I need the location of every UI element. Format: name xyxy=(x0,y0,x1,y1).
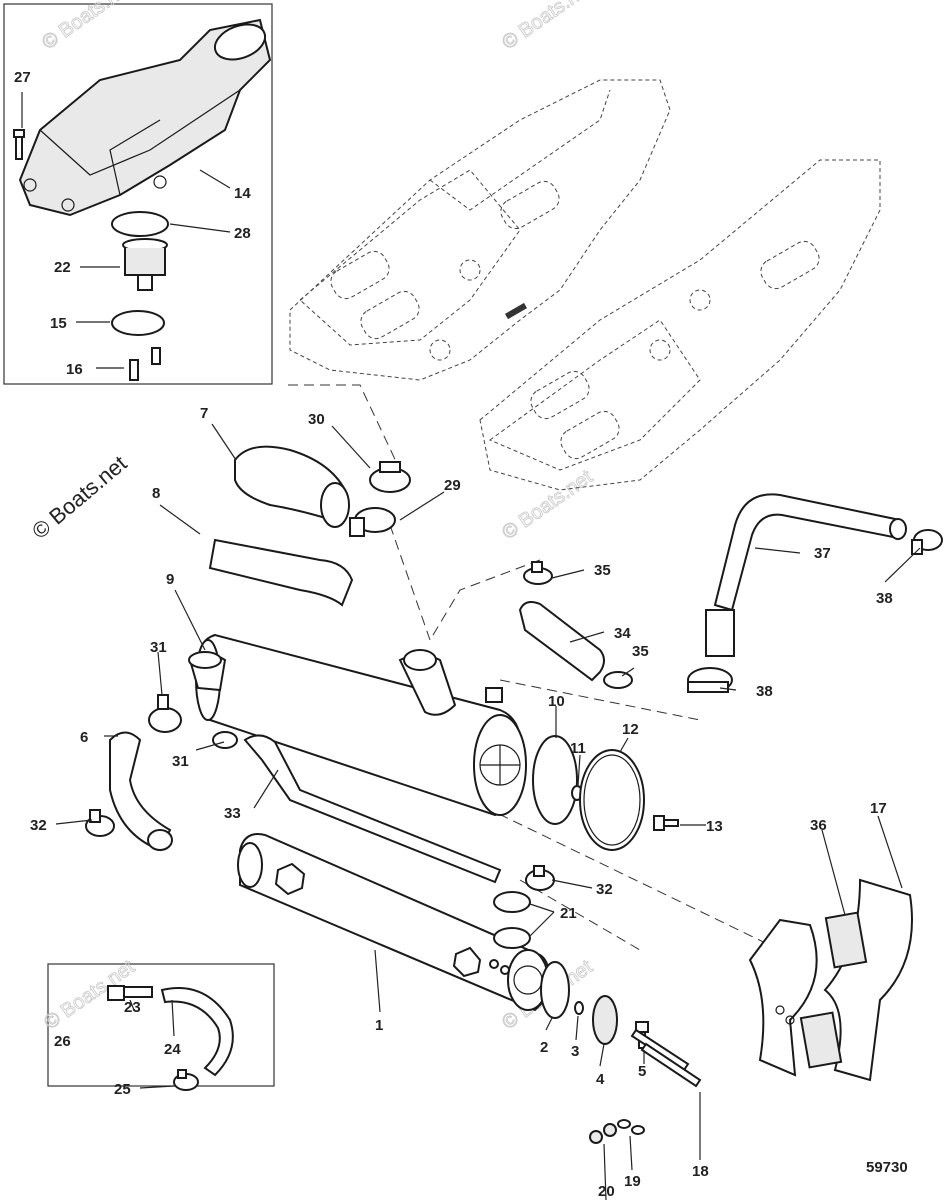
callout-21: 21 xyxy=(560,905,577,922)
callout-24: 24 xyxy=(164,1041,181,1058)
callout-7: 7 xyxy=(200,405,208,422)
o-ring-21a xyxy=(493,891,531,913)
bolt-27 xyxy=(13,129,25,160)
callout-34: 34 xyxy=(614,625,631,642)
callout-20: 20 xyxy=(598,1183,615,1200)
callout-15: 15 xyxy=(50,315,67,332)
o-ring-28 xyxy=(111,211,169,237)
hose-clamp-35 xyxy=(523,561,553,585)
gasket-15 xyxy=(111,310,165,336)
pipe-37 xyxy=(713,493,902,612)
hose-clamp-31b xyxy=(212,731,238,749)
callout-38b: 38 xyxy=(756,683,773,700)
callout-19: 19 xyxy=(624,1173,641,1190)
callout-32: 32 xyxy=(30,817,47,834)
tube-33 xyxy=(243,734,502,884)
gasket-10 xyxy=(532,735,578,825)
callout-28: 28 xyxy=(234,225,251,242)
hose-inset-box xyxy=(47,963,275,1087)
pad-36b xyxy=(799,1011,843,1069)
tank-inlet-elbow xyxy=(188,651,227,692)
callout-13: 13 xyxy=(706,818,723,835)
thermostat-inset-box xyxy=(3,3,273,385)
end-cap-12 xyxy=(579,749,645,851)
fitting-23 xyxy=(107,985,153,1001)
callout-3: 3 xyxy=(571,1043,579,1060)
end-cap-4 xyxy=(592,995,618,1045)
screw-13 xyxy=(653,815,679,831)
thermostat-22 xyxy=(122,238,168,291)
leader-lines xyxy=(21,92,921,1200)
callout-4: 4 xyxy=(596,1071,605,1088)
nuts-20 xyxy=(589,1123,617,1144)
hose-7-end xyxy=(320,482,350,528)
callout-18: 18 xyxy=(692,1163,709,1180)
callout-38: 38 xyxy=(876,590,893,607)
callout-27: 27 xyxy=(14,69,31,86)
callout-31b: 31 xyxy=(172,753,189,770)
callout-17: 17 xyxy=(870,800,887,817)
watermark: © Boats.net xyxy=(498,466,597,544)
callout-12: 12 xyxy=(622,721,639,738)
pad-36 xyxy=(824,911,868,969)
gasket-2 xyxy=(540,961,570,1019)
callout-5: 5 xyxy=(638,1063,646,1080)
callout-labels: 27 14 28 22 15 16 7 30 8 29 9 35 34 37 3… xyxy=(14,69,908,1200)
washer-3 xyxy=(574,1001,584,1015)
mounting-bracket-17 xyxy=(748,878,913,1082)
hose-24 xyxy=(160,987,234,1077)
watermark: © Boats.net xyxy=(38,0,137,54)
callout-26: 26 xyxy=(54,1033,71,1050)
callout-14: 14 xyxy=(234,185,251,202)
hose-6 xyxy=(109,731,172,852)
heat-exchanger-9 xyxy=(195,633,527,817)
hose-clamp-35b xyxy=(603,671,633,689)
hose-clamp-32 xyxy=(85,809,115,837)
callout-1: 1 xyxy=(375,1017,383,1034)
callout-29: 29 xyxy=(444,477,461,494)
callout-6: 6 xyxy=(80,729,88,746)
callout-10: 10 xyxy=(548,693,565,710)
callout-31: 31 xyxy=(150,639,167,656)
callout-35: 35 xyxy=(594,562,611,579)
watermark: © Boats.net xyxy=(27,451,131,544)
hose-clamp-29 xyxy=(349,507,396,537)
callout-37: 37 xyxy=(814,545,831,562)
studs-18 xyxy=(630,1028,702,1088)
hose-clamp-38b xyxy=(687,667,733,693)
screws-16 xyxy=(129,347,161,381)
callout-16: 16 xyxy=(66,361,83,378)
callout-30: 30 xyxy=(308,411,325,428)
hose-8 xyxy=(208,538,354,607)
callout-2: 2 xyxy=(540,1039,548,1056)
callout-25: 25 xyxy=(114,1081,131,1098)
hose-6-end xyxy=(147,829,173,851)
callout-35b: 35 xyxy=(632,643,649,660)
o-ring-21b xyxy=(493,927,531,949)
hose-clamp-30 xyxy=(369,461,411,493)
callout-23: 23 xyxy=(124,999,141,1016)
pipe-37-fitting xyxy=(705,609,735,657)
hose-34 xyxy=(518,601,605,682)
watermark: © Boats.net xyxy=(498,0,597,54)
hose-clamp-32b xyxy=(525,865,555,891)
callout-9: 9 xyxy=(166,571,174,588)
assembly-lines xyxy=(288,384,781,951)
engine-manifold-ghost xyxy=(289,79,881,491)
figure-number: 59730 xyxy=(866,1159,908,1176)
callout-22: 22 xyxy=(54,259,71,276)
hose-clamp-31 xyxy=(148,694,182,733)
fuel-cooler-1 xyxy=(237,833,550,1012)
callout-32b: 32 xyxy=(596,881,613,898)
callout-11: 11 xyxy=(570,740,586,757)
washers-19 xyxy=(617,1119,645,1135)
hose-clamp-38 xyxy=(911,529,943,555)
callout-8: 8 xyxy=(152,485,160,502)
clamp-25 xyxy=(173,1069,199,1091)
callout-36: 36 xyxy=(810,817,827,834)
callout-33: 33 xyxy=(224,805,241,822)
thermostat-housing xyxy=(18,18,272,217)
